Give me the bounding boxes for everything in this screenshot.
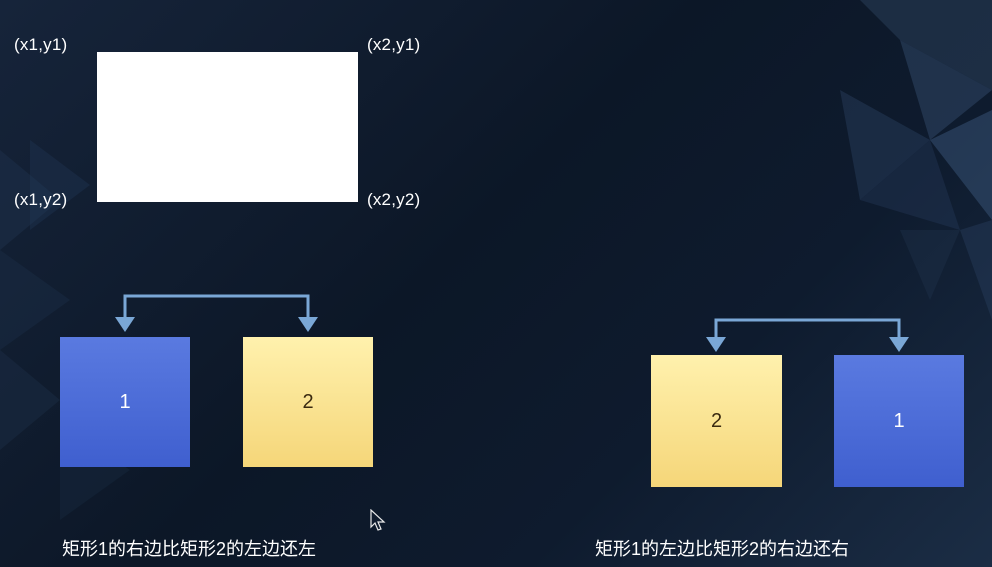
- case1-rectangle-2-label: 2: [302, 390, 314, 413]
- coordinate-rectangle: [97, 52, 358, 202]
- case1-rectangle-1: 1: [60, 337, 190, 467]
- case1-rectangle-1-label: 1: [119, 390, 131, 413]
- case2-caption: 矩形1的左边比矩形2的右边还右: [595, 539, 850, 559]
- corner-label-top-left: (x1,y1): [14, 35, 68, 54]
- corner-label-top-right: (x2,y1): [367, 35, 421, 54]
- case2-rectangle-1-label: 1: [893, 409, 905, 432]
- corner-label-bottom-right: (x2,y2): [367, 190, 421, 209]
- case2-rectangle-2: 2: [651, 355, 782, 487]
- case2-rectangle-1: 1: [834, 355, 964, 487]
- case1-rectangle-2: 2: [243, 337, 373, 467]
- case1-caption: 矩形1的右边比矩形2的左边还左: [62, 539, 317, 559]
- mouse-cursor-icon: [370, 509, 386, 531]
- case2-rectangle-2-label: 2: [710, 409, 723, 432]
- corner-label-bottom-left: (x1,y2): [14, 190, 68, 209]
